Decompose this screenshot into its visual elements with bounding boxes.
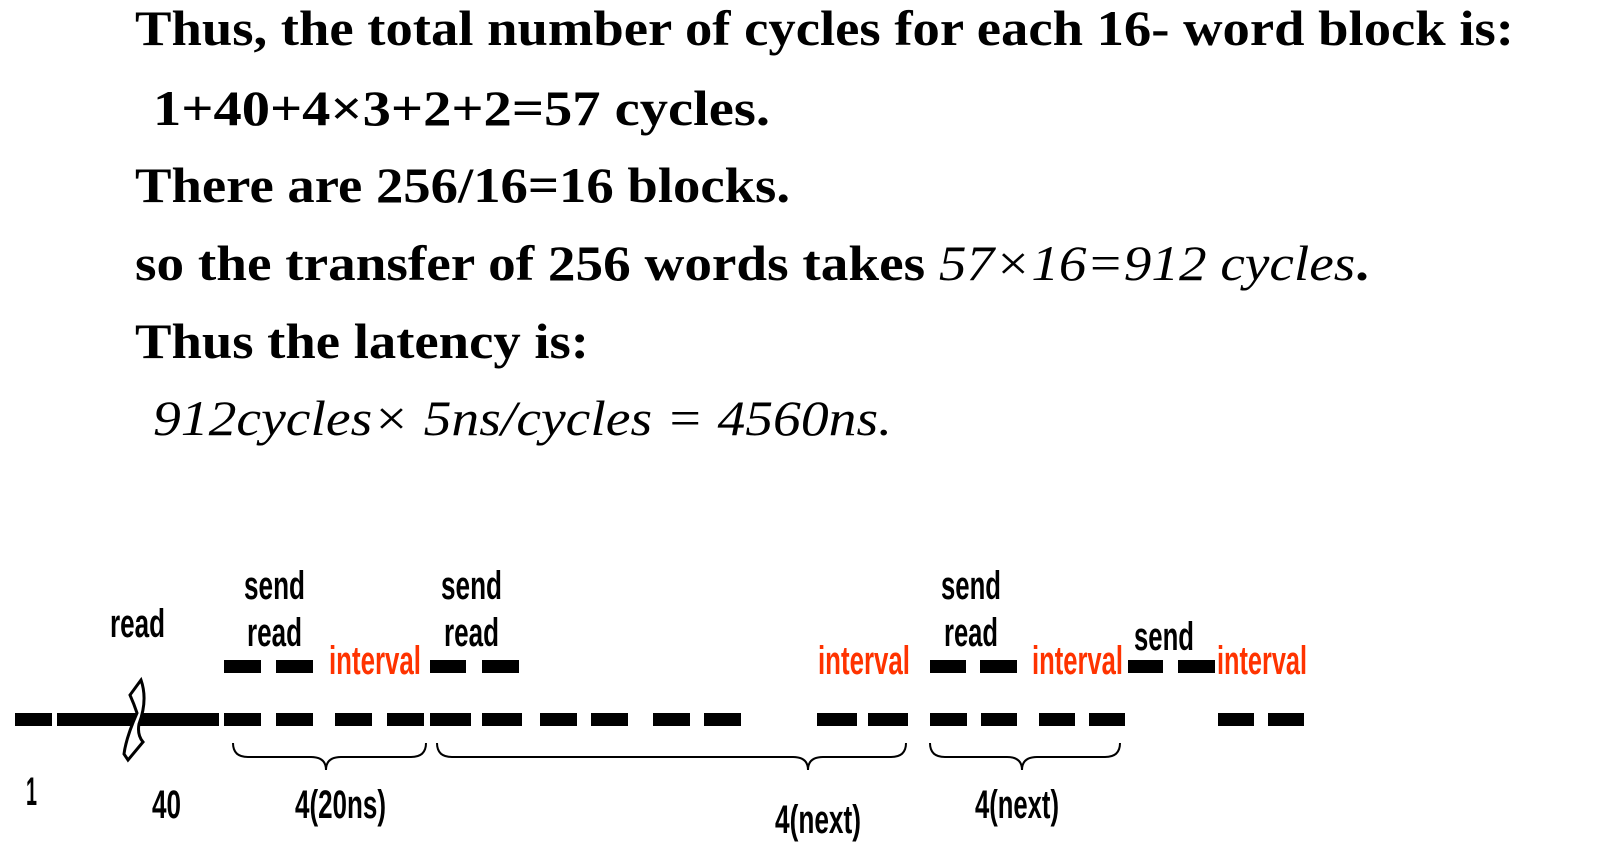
tick-40: 40 xyxy=(152,783,181,827)
timeline-lower-mid xyxy=(540,713,741,726)
break-symbol-icon xyxy=(122,676,146,763)
group-2-read: read xyxy=(444,611,499,655)
text-line-4: so the transfer of 256 words takes 57×16… xyxy=(135,235,1369,291)
group-2-send: send xyxy=(441,564,502,608)
group-3-send: send xyxy=(941,564,1001,608)
text-line-3: There are 256/16=16 blocks. xyxy=(135,157,790,213)
brace-1 xyxy=(232,742,427,771)
brace-3-label: 4(next) xyxy=(975,783,1059,827)
group-4-interval: interval xyxy=(1217,639,1307,683)
text-line-4-plain: so the transfer of 256 words takes xyxy=(135,235,939,291)
text-line-2: 1+40+4×3+2+2=57 cycles. xyxy=(153,80,770,136)
read-label: read xyxy=(110,602,165,646)
text-line-1: Thus, the total number of cycles for eac… xyxy=(135,0,1514,56)
timeline-upper xyxy=(224,660,1215,673)
text-line-4-italic: 57×16=912 cycles xyxy=(939,235,1355,291)
group-3-read: read xyxy=(944,611,998,655)
timeline-lower xyxy=(15,713,1304,726)
group-1-send: send xyxy=(244,564,305,608)
group-1-interval: interval xyxy=(329,639,421,683)
tick-1: 1 xyxy=(26,770,37,814)
group-3-interval: interval xyxy=(1032,639,1123,683)
brace-3 xyxy=(929,742,1121,771)
group-4-send: send xyxy=(1134,615,1194,659)
group-2-interval: interval xyxy=(818,639,910,683)
group-1-read: read xyxy=(247,611,302,655)
brace-2 xyxy=(436,742,907,771)
brace-1-label: 4(20ns) xyxy=(295,783,386,827)
text-line-5: Thus the latency is: xyxy=(135,313,589,369)
text-line-4-period: . xyxy=(1355,235,1369,291)
brace-2-label: 4(next) xyxy=(775,798,861,842)
text-line-6: 912cycles× 5ns/cycles = 4560ns. xyxy=(153,390,892,446)
